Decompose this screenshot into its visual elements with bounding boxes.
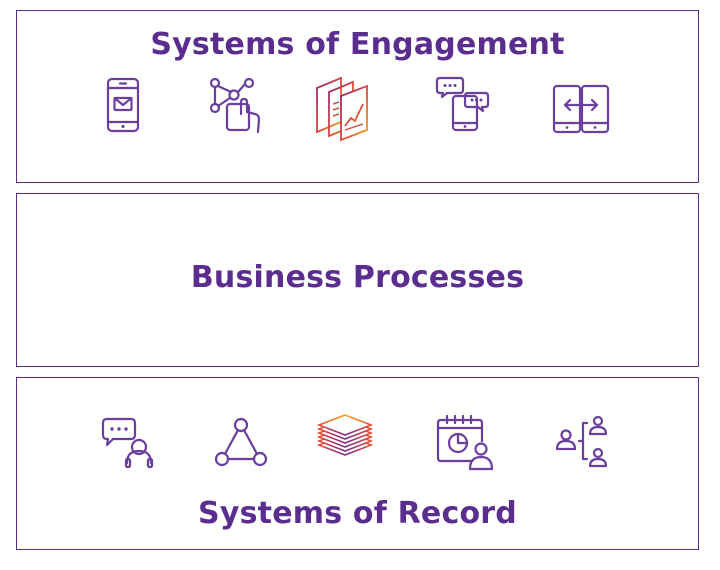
business-processes-panel: Business Processes — [16, 193, 699, 367]
systems-of-engagement-panel: Systems of Engagement — [16, 10, 699, 183]
layered-stack-icon — [315, 413, 375, 473]
business-processes-title: Business Processes — [190, 260, 525, 295]
systems-of-record-title: Systems of Record — [198, 496, 517, 531]
triangle-network-icon — [211, 413, 271, 473]
analytics-reports-icon — [311, 74, 371, 142]
systems-of-record-panel: Systems of Record — [16, 377, 699, 550]
calendar-analytics-user-icon — [435, 413, 495, 473]
mobile-chat-icon — [435, 74, 495, 134]
mobile-mail-icon — [93, 74, 153, 134]
chat-support-icon — [97, 413, 157, 473]
touch-network-icon — [205, 74, 265, 134]
user-hierarchy-icon — [553, 413, 613, 473]
systems-of-engagement-title: Systems of Engagement — [150, 27, 565, 62]
device-sync-icon — [551, 74, 611, 134]
